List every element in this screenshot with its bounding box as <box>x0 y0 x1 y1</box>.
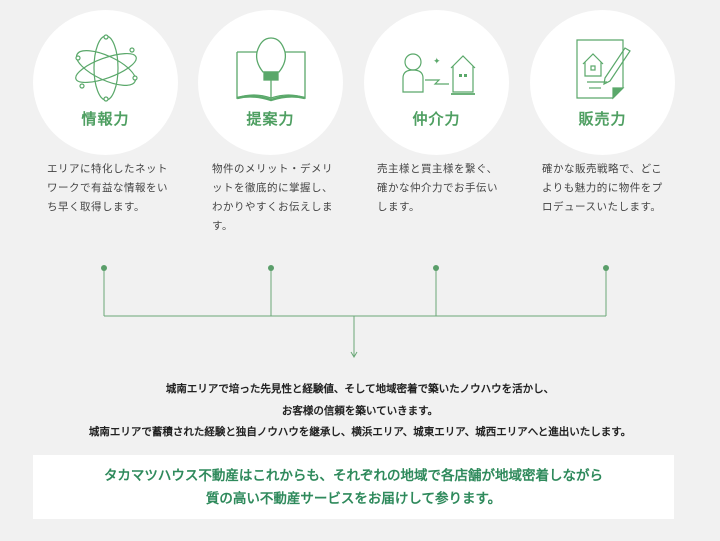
connector-dot <box>603 265 609 271</box>
feature-circle-info: 情報力 <box>33 10 178 155</box>
highlight-box: タカマツハウス不動産はこれからも、それぞれの地域で各店舗が地域密着しながら 質の… <box>33 455 674 519</box>
feature-description: 物件のメリット・デメリットを徹底的に掌握し、わかりやすくお伝えします。 <box>212 163 333 232</box>
connector-dot <box>433 265 439 271</box>
feature-title: 提案力 <box>246 110 295 128</box>
feature-description: 確かな販売戦略で、どこよりも魅力的に物件をプロデュースいたします。 <box>542 163 663 213</box>
message-line: お客様の信頼を築いていきます。 <box>281 405 439 417</box>
message-line: 城南エリアで蓄積された経験と独自ノウハウを継承し、横浜エリア、城東エリア、城西エ… <box>88 426 632 438</box>
connector-dot <box>268 265 274 271</box>
feature-circle-sales: 販売力 <box>530 10 675 155</box>
lightbulb-book-icon <box>236 37 306 102</box>
feature-circle-proposal: 提案力 <box>198 10 343 155</box>
feature-description: エリアに特化したネットワークで有益な情報をいち早く取得します。 <box>47 163 168 213</box>
document-pen-icon <box>576 39 631 100</box>
highlight-line: 質の高い不動産サービスをお届けして参ります。 <box>205 491 502 507</box>
connector-dot <box>101 265 107 271</box>
person-house-icon: ✦ <box>402 53 476 95</box>
message-line: 城南エリアで培った先見性と経験値、そして地域密着で築いたノウハウを活かし、 <box>165 383 555 395</box>
feature-title: 情報力 <box>81 110 130 128</box>
atom-icon <box>75 34 138 102</box>
feature-title: 販売力 <box>578 110 627 128</box>
highlight-line: タカマツハウス不動産はこれからも、それぞれの地域で各店舗が地域密着しながら <box>103 468 604 484</box>
feature-description: 売主様と買主様を繋ぐ、確かな仲介力でお手伝いします。 <box>377 163 498 213</box>
feature-title: 仲介力 <box>412 110 461 128</box>
feature-circle-brokerage: ✦ 仲介力 <box>364 10 509 155</box>
svg-text:✦: ✦ <box>433 57 441 67</box>
